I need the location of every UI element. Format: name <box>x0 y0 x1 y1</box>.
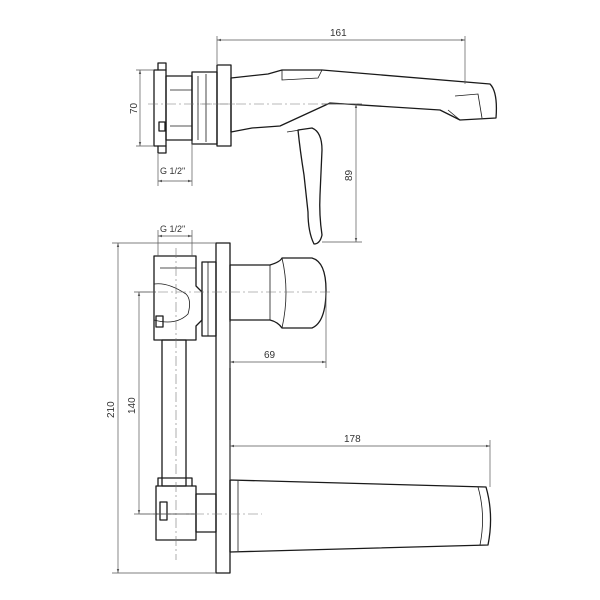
bottom-spout <box>229 479 492 553</box>
dim-lever-height: 89 <box>344 169 355 181</box>
bottom-valve-body <box>153 255 217 341</box>
dim-top-thread: G 1/2" <box>160 166 185 176</box>
top-spout <box>230 69 498 133</box>
dim-top-length: 161 <box>330 28 347 39</box>
dim-total-height: 210 <box>106 401 117 418</box>
bottom-side-view: G 1/2" 69 178 210 140 <box>106 224 492 574</box>
dim-inlet-spacing: 140 <box>127 397 138 414</box>
bottom-wall-plate <box>215 242 231 574</box>
dim-handle-depth: 69 <box>264 350 276 361</box>
dim-bottom-thread: G 1/2" <box>160 224 185 234</box>
top-wall-plate <box>216 64 232 147</box>
dim-spout-length: 178 <box>344 434 361 445</box>
top-lever <box>297 127 323 245</box>
top-side-view: 161 70 G 1/2" 89 <box>129 28 498 245</box>
bottom-connecting-pipe <box>161 339 187 487</box>
dim-top-height: 70 <box>129 102 140 114</box>
bottom-handle-cap <box>229 257 327 329</box>
bottom-lower-inlet <box>155 477 217 541</box>
top-rough-in-body <box>153 62 218 154</box>
